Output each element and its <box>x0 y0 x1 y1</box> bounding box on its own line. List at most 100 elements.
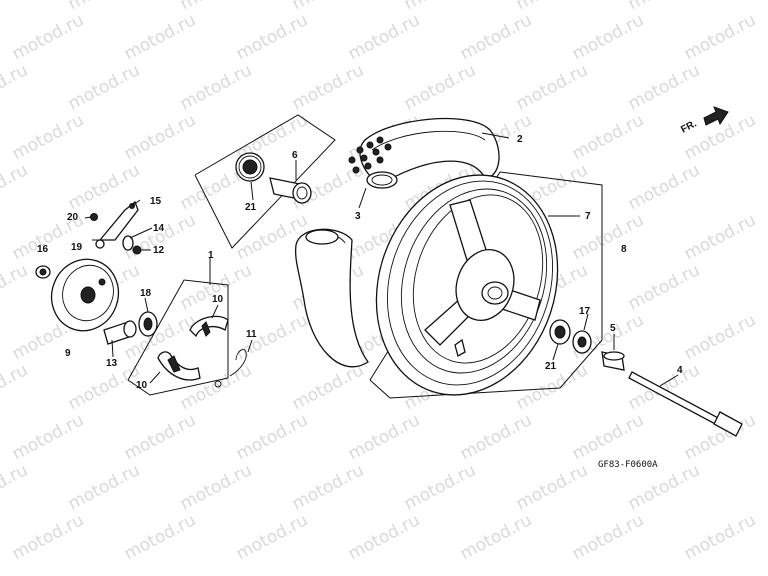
axle-4 <box>628 371 743 437</box>
watermark-text: motod.ru <box>9 10 87 64</box>
brake-shoe-frame <box>127 279 229 396</box>
watermark-text: motod.ru <box>65 360 143 414</box>
callout-1: 1 <box>208 250 214 261</box>
oil-seal-17 <box>572 330 592 354</box>
forward-arrow-icon <box>703 106 729 126</box>
watermark-text: motod.ru <box>345 410 423 464</box>
callout-10-upper: 10 <box>212 294 224 305</box>
watermark-text: motod.ru <box>121 110 199 164</box>
watermark-text: motod.ru <box>9 510 87 564</box>
watermark-text: motod.ru <box>0 0 31 14</box>
watermark-text: motod.ru <box>177 260 255 314</box>
hub-bearing-21-right <box>549 319 571 345</box>
watermark-text: motod.ru <box>0 60 31 114</box>
callout-15: 15 <box>150 196 162 207</box>
watermark-text: motod.ru <box>681 310 759 364</box>
brake-cam-13 <box>103 320 137 345</box>
watermark-text: motod.ru <box>345 510 423 564</box>
collar-5 <box>601 351 625 371</box>
watermark-text: motod.ru <box>569 10 647 64</box>
tire-tread-icon <box>348 136 392 174</box>
wheel-assembly-frame <box>369 171 603 399</box>
callout-14: 14 <box>153 223 165 234</box>
watermark-text: motod.ru <box>233 10 311 64</box>
watermark-text: motod.ru <box>681 10 759 64</box>
callout-11: 11 <box>246 329 257 340</box>
watermark-text: motod.ru <box>345 10 423 64</box>
callout-12: 12 <box>153 245 165 256</box>
watermark-text: motod.ru <box>401 60 479 114</box>
watermark-text: motod.ru <box>289 460 367 514</box>
watermark-text: motod.ru <box>233 510 311 564</box>
callout-6: 6 <box>292 150 298 161</box>
callout-21-right: 21 <box>545 361 557 372</box>
hub-parts-frame <box>194 114 336 249</box>
spring-11 <box>214 349 247 388</box>
watermark-text: motod.ru <box>65 460 143 514</box>
indicator-14 <box>122 235 134 251</box>
leader-lines <box>84 132 679 387</box>
watermark-text: motod.ru <box>0 460 31 514</box>
watermark-text: motod.ru <box>513 60 591 114</box>
watermark-text: motod.ru <box>121 510 199 564</box>
watermark-text: motod.ru <box>457 10 535 64</box>
watermark-text: motod.ru <box>625 60 703 114</box>
oil-seal-18 <box>138 311 158 337</box>
callout-10-lower: 10 <box>136 380 148 391</box>
watermark-text: motod.ru <box>121 410 199 464</box>
watermark-text: motod.ru <box>121 10 199 64</box>
distance-collar-6 <box>269 177 312 204</box>
watermark-text: motod.ru <box>401 460 479 514</box>
callout-9: 9 <box>65 348 71 359</box>
watermark-text: motod.ru <box>681 210 759 264</box>
watermark-text: motod.ru <box>289 60 367 114</box>
nut-16 <box>35 265 51 279</box>
watermark-text: motod.ru <box>513 460 591 514</box>
callout-17: 17 <box>579 306 591 317</box>
group-frames <box>127 114 603 399</box>
watermark-text: motod.ru <box>0 360 31 414</box>
watermark-text: motod.ru <box>569 510 647 564</box>
watermark-text: motod.ru <box>177 60 255 114</box>
tire-top <box>348 117 500 189</box>
hub-bearing-21-top <box>235 152 265 182</box>
watermark-text: motod.ru <box>9 110 87 164</box>
brake-panel-9 <box>50 258 120 332</box>
nut-12 <box>132 245 142 255</box>
wheel-rim <box>375 174 559 396</box>
watermark-text: motod.ru <box>65 60 143 114</box>
watermark-text: motod.ru <box>0 160 31 214</box>
watermark-text: motod.ru <box>457 410 535 464</box>
watermark-text: motod.ru <box>233 410 311 464</box>
watermark-text: motod.ru <box>569 110 647 164</box>
washer-19 <box>95 239 105 249</box>
watermark-text: motod.ru <box>569 210 647 264</box>
callout-13: 13 <box>106 358 118 369</box>
watermark-text: motod.ru <box>289 360 367 414</box>
brake-shoe-10-upper <box>189 315 229 338</box>
callout-21-top: 21 <box>245 202 257 213</box>
callout-7: 7 <box>585 211 591 222</box>
callout-18: 18 <box>140 288 152 299</box>
watermark-text: motod.ru <box>177 360 255 414</box>
callout-5: 5 <box>610 323 616 334</box>
callout-labels: 1 2 3 4 5 6 7 8 9 10 10 11 12 13 14 15 1… <box>37 134 683 391</box>
brake-shoe-10-lower <box>157 351 201 381</box>
callout-19: 19 <box>71 242 83 253</box>
diagram-code: GF83-F0600A <box>598 460 658 470</box>
bolt-20 <box>90 213 98 221</box>
callout-20: 20 <box>67 212 79 223</box>
watermark-text: motod.ru <box>177 460 255 514</box>
callout-2: 2 <box>517 134 523 145</box>
watermark-text: motod.ru <box>625 160 703 214</box>
brake-arm-15 <box>98 200 139 241</box>
watermark-text: motod.ru <box>0 260 31 314</box>
watermark-text: motod.ru <box>9 410 87 464</box>
watermark-text: motod.ru <box>569 410 647 464</box>
tire-lower <box>294 228 369 368</box>
direction-label: FR. <box>679 118 699 135</box>
callout-8: 8 <box>621 244 627 255</box>
watermark-text: motod.ru <box>457 510 535 564</box>
callout-4: 4 <box>677 365 683 376</box>
